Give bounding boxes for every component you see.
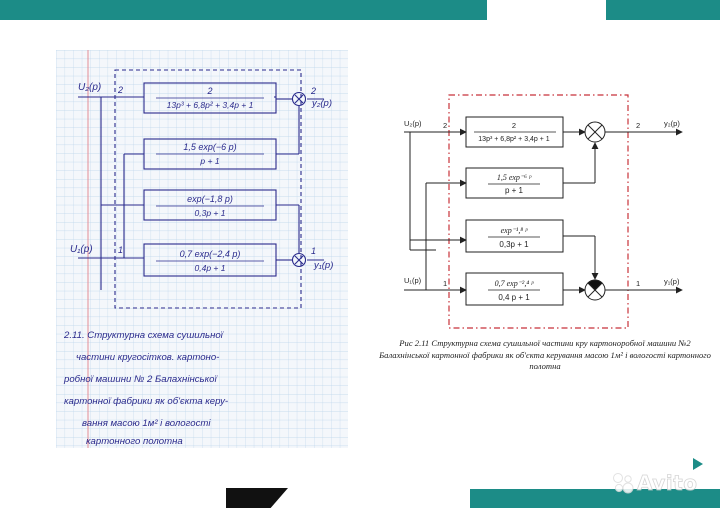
avito-watermark: Avito	[612, 470, 712, 496]
hw-output-y2: y₂(p)	[311, 98, 332, 109]
input-u2-label: U₂(p)	[404, 119, 422, 128]
hw-output-y1: y₁(p)	[313, 260, 333, 271]
block-2-denominator: p + 1	[505, 186, 524, 195]
hw-port-out-y1: 1	[311, 246, 316, 256]
output-y2-label: y₂(p)	[664, 119, 680, 128]
hw-port-in-u1: 1	[118, 245, 123, 255]
block-2-numerator: 1,5 exp⁻⁶ ᵖ	[497, 173, 532, 182]
block-1-denominator: 13p³ + 6,8p² + 3,4p + 1	[478, 136, 550, 143]
hw-b2-num: 1,5 exp(−6 p)	[183, 142, 236, 152]
block-3	[465, 219, 564, 253]
summer-bottom	[584, 279, 606, 301]
hw-input-u2: U₂(p)	[78, 82, 101, 93]
hw-caption-line-4: картонної фабрики як об'єкта керу-	[64, 396, 228, 407]
top-left-teal-bar	[0, 0, 487, 20]
typed-block-diagram: U₂(p) U₁(p) 2 1 2 1 y₂(p) y₁(p) 2 13p³ +…	[404, 94, 683, 329]
hw-b2-den: p + 1	[199, 156, 219, 166]
hw-b4-num: 0,7 exp(−2,4 p)	[180, 249, 241, 259]
figure-caption: Рис 2.11 Структурна схема сушильної част…	[379, 338, 711, 371]
hw-b4-den: 0,4p + 1	[195, 263, 226, 273]
hw-caption-line-2: частини кругосітков. картоно-	[76, 352, 219, 363]
hw-port-in-u2: 2	[117, 85, 123, 95]
output-y1-label: y₁(p)	[664, 277, 680, 286]
port-out-y2: 2	[636, 121, 640, 130]
block-1-numerator: 2	[512, 121, 516, 130]
handwritten-page: U₂(p) U₁(p) 2 1 2 1 y₂(p) y₁(p) 2 13p³ +…	[56, 50, 348, 448]
hw-b3-den: 0,3p + 1	[195, 208, 226, 218]
summer-top	[584, 121, 606, 143]
dashed-object-boundary	[448, 94, 629, 329]
hw-caption-line-6: картонного полотна	[86, 436, 183, 447]
input-u1-label: U₁(p)	[404, 276, 422, 285]
port-in-u2: 2	[443, 121, 447, 130]
bottom-right-teal-bar	[470, 489, 720, 508]
avito-logo-icon	[613, 473, 634, 494]
next-page-arrow-icon[interactable]	[692, 457, 704, 471]
avito-brand-text: Avito	[637, 471, 698, 496]
block-4-numerator: 0,7 exp⁻²,⁴ ᵖ	[495, 279, 535, 288]
block-3-denominator: 0,3p + 1	[499, 240, 529, 249]
block-3-numerator: exp⁻¹,⁸ ᵖ	[501, 226, 529, 235]
hw-b1-num: 2	[206, 86, 212, 96]
hw-caption-line-3: робної машини № 2 Балахнінської	[63, 374, 218, 385]
hw-b1-den: 13p³ + 6,8p² + 3,4p + 1	[167, 100, 254, 110]
block-4-denominator: 0,4 p + 1	[498, 293, 530, 302]
hw-caption-line-5: вання масою 1м² і вологості	[82, 418, 211, 429]
port-in-u1: 1	[443, 279, 447, 288]
block-2	[465, 167, 564, 199]
hw-b3-num: exp(−1,8 p)	[187, 194, 233, 204]
top-right-teal-bar	[606, 0, 720, 20]
bottom-black-shape	[226, 488, 288, 508]
hw-port-out-y2: 2	[310, 86, 316, 96]
hw-caption-line-1: 2.11. Структурна схема сушильної	[63, 330, 225, 341]
port-out-y1: 1	[636, 279, 640, 288]
hw-input-u1: U₁(p)	[70, 244, 93, 255]
